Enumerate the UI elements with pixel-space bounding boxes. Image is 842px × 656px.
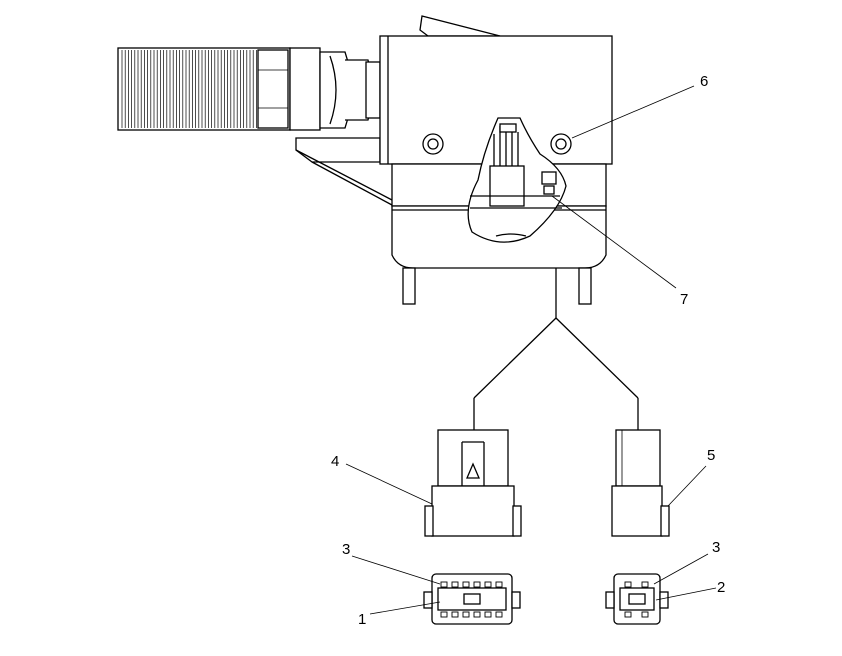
leader-lines — [345, 85, 717, 615]
mounting-bracket — [295, 137, 393, 206]
pin-array — [624, 581, 649, 618]
pin-array — [440, 581, 503, 618]
callout-3-right: 3 — [712, 539, 720, 556]
mounting-holes — [422, 133, 572, 155]
knob — [117, 47, 291, 131]
callout-7: 7 — [680, 291, 688, 308]
callout-4: 4 — [331, 453, 339, 470]
callout-5: 5 — [707, 447, 715, 464]
callout-6: 6 — [700, 73, 708, 90]
connector-5-side — [611, 429, 670, 537]
callout-3-left: 3 — [342, 541, 350, 558]
connector-4-pin-face — [605, 573, 669, 625]
knob-ribs — [121, 50, 257, 128]
cutaway-view — [467, 117, 567, 243]
wire-harness — [473, 268, 639, 430]
connector-12-pin-face — [423, 573, 521, 625]
callout-1: 1 — [358, 611, 366, 628]
callout-2: 2 — [717, 579, 725, 596]
shaft-collar — [289, 47, 381, 131]
connector-4-side — [424, 429, 522, 537]
